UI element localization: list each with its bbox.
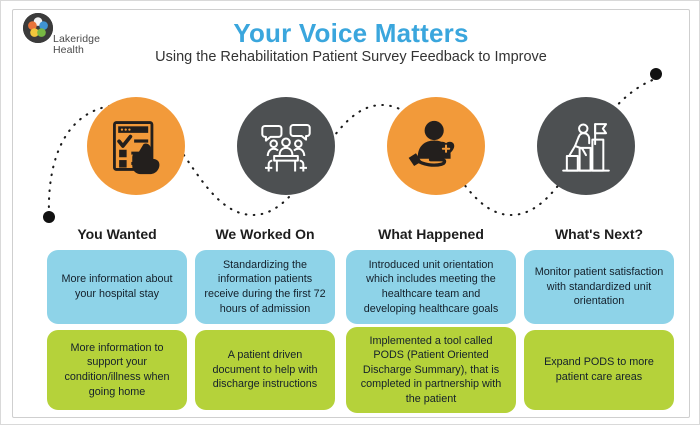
person-climbing-bar-chart-flag-icon: [555, 115, 617, 177]
card-whats-next-green: Expand PODS to more patient care areas: [524, 330, 674, 410]
card-you-wanted-green: More information to support your conditi…: [47, 330, 187, 410]
column-header-we-worked-on: We Worked On: [215, 226, 315, 242]
column-header-what-happened: What Happened: [378, 226, 484, 242]
brand-name: Lakeridge Health: [53, 33, 101, 56]
card-we-worked-on-blue: Standardizing the information patients r…: [195, 250, 335, 324]
icon-circle-whats-next: [537, 97, 635, 195]
icon-circle-we-worked-on: [237, 97, 335, 195]
icon-circle-you-wanted: [87, 97, 185, 195]
survey-checklist-hand-icon: [106, 116, 166, 176]
brand-logo: Lakeridge Health: [23, 13, 115, 63]
column-header-you-wanted: You Wanted: [77, 226, 157, 242]
card-whats-next-blue: Monitor patient satisfaction with standa…: [524, 250, 674, 324]
page-title: Your Voice Matters: [233, 18, 469, 48]
column-header-whats-next: What's Next?: [554, 226, 644, 242]
card-you-wanted-blue: More information about your hospital sta…: [47, 250, 187, 324]
lakeridge-health-petal-logo-icon: [23, 13, 53, 43]
icon-circle-what-happened: [387, 97, 485, 195]
card-what-happened-blue: Introduced unit orientation which includ…: [346, 250, 516, 324]
card-what-happened-green: Implemented a tool called PODS (Patient …: [346, 327, 516, 413]
hand-holding-patient-heart-icon: [405, 115, 467, 177]
page-subtitle: Using the Rehabilitation Patient Survey …: [155, 49, 547, 65]
card-we-worked-on-green: A patient driven document to help with d…: [195, 330, 335, 410]
team-meeting-discussion-icon: [255, 115, 317, 177]
